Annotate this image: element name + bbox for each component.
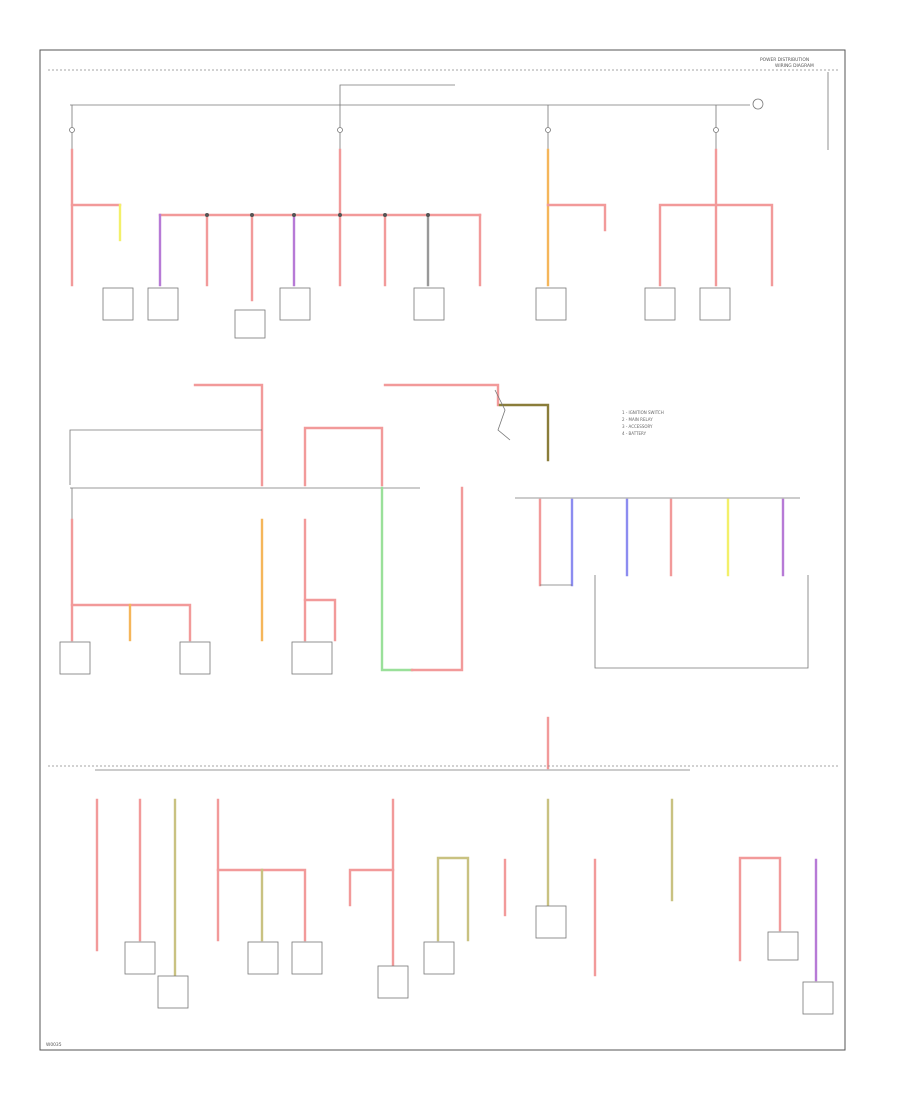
component-box bbox=[147, 287, 179, 321]
diagram-frame bbox=[39, 49, 846, 1051]
fuse-icon bbox=[337, 127, 343, 133]
fuse-icon bbox=[713, 127, 719, 133]
fuse-icon bbox=[69, 127, 75, 133]
switch-panel-box bbox=[594, 575, 809, 669]
wire-olive bbox=[436, 856, 470, 942]
middle-section: 1 - IGNITION SWITCH 2 - MAIN RELAY 3 - A… bbox=[59, 383, 809, 675]
wire-red bbox=[658, 203, 774, 287]
component-box bbox=[413, 287, 445, 321]
legend-item: 3 - ACCESSORY bbox=[622, 424, 653, 429]
component-box bbox=[279, 287, 311, 321]
connector-line bbox=[494, 389, 511, 441]
header-title: POWER DISTRIBUTION bbox=[760, 57, 809, 63]
component-box bbox=[767, 931, 799, 961]
header-subtitle: WIRING DIAGRAM bbox=[775, 63, 814, 69]
component-box bbox=[124, 941, 156, 975]
component-box bbox=[802, 981, 834, 1015]
component-box bbox=[247, 941, 279, 975]
bottom-section bbox=[48, 716, 838, 1015]
component-box bbox=[102, 287, 134, 321]
component-box bbox=[179, 641, 211, 675]
component-box bbox=[157, 975, 189, 1009]
component-box bbox=[699, 287, 731, 321]
wire-red bbox=[216, 868, 307, 942]
legend: 1 - IGNITION SWITCH 2 - MAIN RELAY 3 - A… bbox=[622, 410, 664, 436]
top-components bbox=[102, 287, 731, 339]
legend-item: 4 - BATTERY bbox=[622, 431, 647, 436]
feed-line bbox=[69, 429, 262, 485]
wire-red bbox=[383, 383, 500, 407]
splice-node bbox=[205, 213, 209, 217]
legend-item: 1 - IGNITION SWITCH bbox=[622, 410, 664, 415]
top-section bbox=[69, 72, 829, 339]
wire-red bbox=[303, 426, 384, 487]
legend-item: 2 - MAIN RELAY bbox=[622, 417, 653, 422]
component-box bbox=[234, 309, 266, 339]
component-box bbox=[644, 287, 676, 321]
fuse-drops bbox=[69, 105, 719, 150]
component-box bbox=[59, 641, 91, 675]
battery-ground-icon bbox=[752, 98, 764, 110]
splice-node bbox=[426, 213, 430, 217]
splice-node bbox=[383, 213, 387, 217]
wire-red bbox=[546, 203, 607, 232]
splice-node bbox=[250, 213, 254, 217]
wire-red bbox=[348, 868, 395, 907]
splice-nodes bbox=[205, 213, 430, 217]
wire-red bbox=[410, 486, 464, 672]
splice-node bbox=[292, 213, 296, 217]
component-box bbox=[291, 641, 333, 675]
component-box bbox=[291, 941, 323, 975]
wire-red bbox=[738, 856, 782, 962]
splice-node bbox=[338, 213, 342, 217]
component-box bbox=[535, 905, 567, 939]
component-box bbox=[377, 965, 409, 999]
wire-green bbox=[380, 486, 414, 672]
wire-dark-olive bbox=[498, 403, 550, 462]
bottom-components bbox=[124, 905, 834, 1015]
middle-components bbox=[59, 641, 333, 675]
component-box bbox=[535, 287, 567, 321]
wire-red bbox=[303, 598, 337, 642]
footer-code: W0035 bbox=[46, 1042, 62, 1048]
main-feed-bus bbox=[70, 84, 455, 106]
wire-red bbox=[193, 383, 264, 487]
fuse-icon bbox=[545, 127, 551, 133]
wire-red bbox=[70, 603, 192, 642]
component-box bbox=[423, 941, 455, 975]
